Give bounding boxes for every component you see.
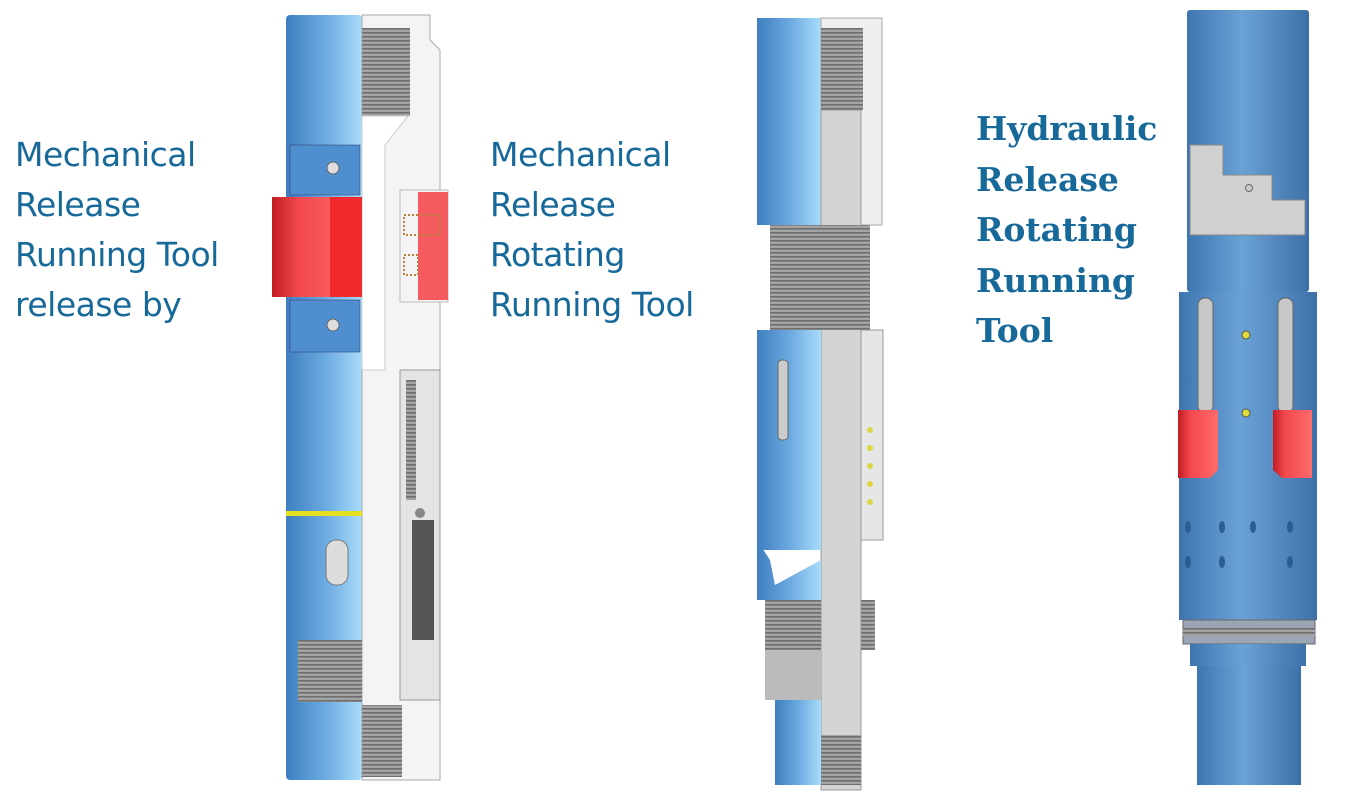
tool2-lower-blue-body: [757, 330, 821, 550]
tool3-collar: [1190, 644, 1306, 666]
tool2-lower-thread: [765, 600, 821, 650]
tool3-slot-right: [1277, 297, 1294, 414]
tool1-slot: [325, 539, 349, 586]
label-line: Rotating: [976, 210, 1137, 249]
tool2-bottom-thread: [821, 735, 861, 785]
label-line: Running Tool: [15, 235, 219, 274]
mechanical-release-running-tool-drawing: [272, 14, 449, 781]
tool1-ball: [415, 508, 425, 518]
tool2-box-thread: [821, 28, 863, 110]
label-line: Running: [976, 260, 1136, 300]
tool1-yellow-band: [286, 511, 362, 516]
tool1-bore: [361, 115, 410, 371]
tool3-ratchet-teeth: [1183, 628, 1315, 636]
label-line: Mechanical: [15, 135, 196, 174]
tool2-lower-thread-right: [861, 600, 875, 650]
tool1-lower-window: [289, 299, 361, 353]
tool1-lower-box-thread: [362, 705, 402, 777]
tool1-screw-icon: [326, 161, 340, 175]
label-mechanical-release-rotating-running-tool: Mechanical Release Rotating Running Tool: [490, 130, 694, 330]
label-mechanical-release-running-tool: Mechanical Release Running Tool release …: [15, 130, 219, 330]
mechanical-release-rotating-running-tool-drawing: [757, 17, 884, 791]
tool3-red-key-right: [1273, 410, 1312, 478]
tool1-upper-window: [289, 144, 361, 196]
tool1-box-thread: [362, 28, 410, 116]
tool2-bottom-blue-body: [775, 700, 821, 785]
label-line: Hydraulic: [976, 109, 1158, 148]
tool1-spring: [403, 254, 419, 276]
label-line: Release: [976, 159, 1119, 199]
tool2-sub: [765, 650, 821, 700]
tool2-mid-thread: [770, 225, 870, 330]
tool3-ports: [1185, 521, 1293, 568]
label-line: Tool: [976, 311, 1054, 350]
tool3-button-icon: [1241, 408, 1251, 418]
tool3-bottom-sub: [1197, 666, 1301, 785]
tool1-inner-thread: [406, 380, 416, 500]
tool2-clutch: [757, 540, 821, 600]
label-line: Running Tool: [490, 285, 694, 324]
hydraulic-release-rotating-running-tool-drawing: [1178, 10, 1317, 785]
tool3-screw-icon: [1245, 184, 1253, 192]
tool1-spring: [403, 214, 441, 236]
tool2-right-section: [860, 329, 884, 541]
tool3-slot-left: [1197, 297, 1214, 414]
tool3-red-key-left: [1178, 410, 1218, 478]
label-hydraulic-release-rotating-running-tool: Hydraulic Release Rotating Running Tool: [976, 104, 1157, 357]
tool2-slot: [777, 359, 789, 441]
tool1-lock-ring: [412, 520, 434, 640]
label-line: Mechanical: [490, 135, 671, 174]
tool2-yellow-buttons: [867, 427, 873, 505]
tool1-red-dog-center: [330, 197, 362, 297]
tool1-red-dog-right: [418, 192, 448, 300]
tool2-mandrel: [820, 109, 862, 791]
tool3-button-icon: [1241, 330, 1251, 340]
tool1-screw-icon: [326, 318, 340, 332]
tool2-upper-blue-body: [757, 18, 821, 225]
label-line: Rotating: [490, 235, 625, 274]
tool1-pin-thread: [298, 640, 362, 702]
label-line: Release: [15, 185, 141, 224]
label-line: release by: [15, 285, 182, 324]
label-line: Release: [490, 185, 616, 224]
